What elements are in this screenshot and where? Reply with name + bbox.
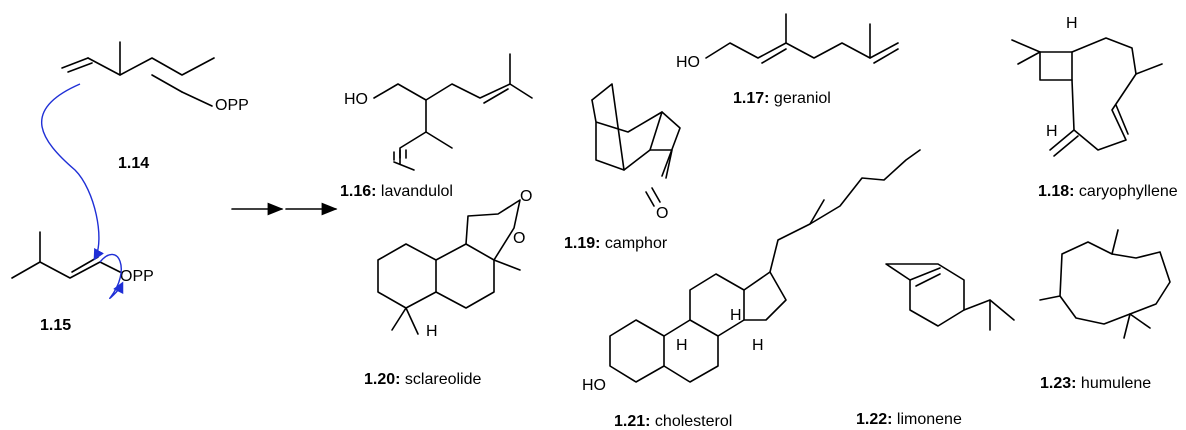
atom-ho: HO bbox=[582, 377, 606, 394]
molecule-1-19: O bbox=[591, 83, 681, 222]
atom-h: H bbox=[426, 323, 438, 340]
molecule-1-16: HO bbox=[344, 53, 533, 171]
atom-opp: OPP bbox=[120, 268, 154, 285]
molecule-1-18: H H bbox=[1011, 15, 1163, 157]
caption-1-20: 1.20: sclareolide bbox=[364, 371, 482, 388]
molecule-1-20: O O H bbox=[377, 188, 532, 340]
caption-1-22: 1.22: limonene bbox=[856, 411, 962, 428]
atom-h: H bbox=[1066, 15, 1078, 32]
caption-1-18: 1.18: caryophyllene bbox=[1038, 183, 1178, 200]
atom-opp: OPP bbox=[215, 97, 249, 114]
molecule-1-17: HO bbox=[676, 13, 899, 71]
caption-1-19: 1.19: camphor bbox=[564, 235, 668, 252]
atom-h: H bbox=[752, 337, 764, 354]
atom-o: O bbox=[656, 205, 668, 222]
curved-arrow-alkene-attack bbox=[40, 83, 104, 261]
atom-ho: HO bbox=[676, 54, 700, 71]
caption-1-14: 1.14 bbox=[118, 155, 149, 172]
caption-1-23: 1.23: humulene bbox=[1040, 375, 1151, 392]
molecule-1-15: OPP bbox=[11, 231, 154, 285]
curved-arrow-opp-leaving bbox=[99, 253, 124, 300]
atom-h: H bbox=[730, 307, 742, 324]
atom-h: H bbox=[676, 337, 688, 354]
atom-o: O bbox=[520, 188, 532, 205]
molecule-1-14: OPP bbox=[61, 41, 249, 114]
caption-1-17: 1.17: geraniol bbox=[733, 90, 831, 107]
caption-1-15: 1.15 bbox=[40, 317, 71, 334]
molecule-1-21: HO H H H bbox=[582, 149, 921, 394]
caption-1-16: 1.16: lavandulol bbox=[340, 183, 453, 200]
atom-ho: HO bbox=[344, 91, 368, 108]
molecule-1-23 bbox=[1039, 229, 1171, 339]
caption-1-21: 1.21: cholesterol bbox=[614, 413, 732, 430]
atom-o: O bbox=[513, 230, 525, 247]
molecule-1-22 bbox=[885, 263, 1015, 331]
atom-h: H bbox=[1046, 123, 1058, 140]
